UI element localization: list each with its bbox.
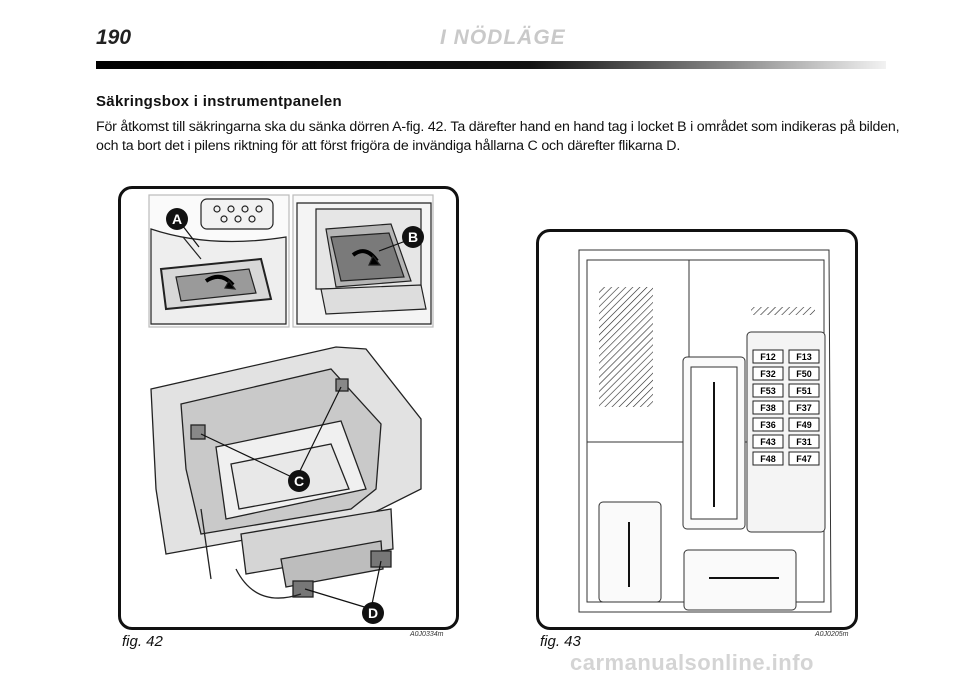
paragraph-line: och ta bort det i pilens riktning för at…	[96, 138, 681, 154]
fuse-panel	[746, 331, 826, 533]
callout-a-label: A	[172, 211, 182, 227]
fuse-slot	[752, 451, 784, 466]
fuse-label: F43	[760, 437, 776, 447]
fig43-code: A0J0205m	[815, 631, 849, 638]
fuse-slot	[788, 366, 820, 381]
section-title: Säkringsbox i instrumentpanelen	[96, 93, 343, 110]
callout-d-label: D	[368, 605, 378, 621]
fuse-label: F50	[796, 369, 812, 379]
connector-bottom-right	[683, 549, 797, 611]
fuse-slot	[752, 417, 784, 432]
fuse-slot	[752, 383, 784, 398]
fuse-label: F36	[760, 420, 776, 430]
fig42-caption: fig. 42	[122, 633, 163, 650]
fuse-label: F12	[760, 352, 776, 362]
fuse-slot	[752, 366, 784, 381]
callout-a-icon: A	[166, 208, 188, 230]
fusebox-housing	[150, 346, 422, 599]
fuse-label: F51	[796, 386, 812, 396]
callout-leaders	[178, 220, 412, 610]
fuse-label: F37	[796, 403, 812, 413]
inset-cover-b	[292, 194, 434, 328]
running-head: I NÖDLÄGE	[440, 26, 566, 49]
fuse-label: F49	[796, 420, 812, 430]
fuse-label: F38	[760, 403, 776, 413]
fuse-slot	[788, 417, 820, 432]
fuse-label: F48	[760, 454, 776, 464]
callout-c-label: C	[294, 473, 304, 489]
fig43-caption: fig. 43	[540, 633, 581, 650]
hatched-area-right	[751, 307, 815, 315]
connector-block-left	[682, 356, 746, 530]
hatched-area-left	[599, 287, 653, 407]
callout-b-icon: B	[402, 226, 424, 248]
fuse-label: F31	[796, 437, 812, 447]
paragraph-line: För åtkomst till säkringarna ska du sänk…	[96, 119, 900, 135]
figure-42-illustration: A B C D	[118, 186, 459, 630]
fuse-slot	[788, 434, 820, 449]
page-number: 190	[96, 26, 132, 49]
fuse-label: F53	[760, 386, 776, 396]
callout-c-icon: C	[288, 470, 310, 492]
fuse-slot	[788, 451, 820, 466]
header-rule	[96, 61, 886, 69]
fuse-label: F32	[760, 369, 776, 379]
fuse-slot	[788, 400, 820, 415]
fuse-slot	[752, 400, 784, 415]
fuse-slot	[788, 349, 820, 364]
fuse-slot	[788, 383, 820, 398]
callout-d-icon: D	[362, 602, 384, 624]
connector-bottom-left	[598, 501, 662, 603]
watermark: carmanualsonline.info	[570, 650, 814, 675]
fuse-slot	[752, 349, 784, 364]
fuse-label: F47	[796, 454, 812, 464]
callout-b-label: B	[408, 229, 418, 245]
fuse-slot	[752, 434, 784, 449]
fig42-code: A0J0334m	[410, 631, 444, 638]
body-paragraph: För åtkomst till säkringarna ska du sänk…	[96, 118, 900, 156]
fuse-label: F13	[796, 352, 812, 362]
inset-door-a	[148, 194, 290, 328]
fig42-drawing: A B C D	[148, 194, 434, 624]
